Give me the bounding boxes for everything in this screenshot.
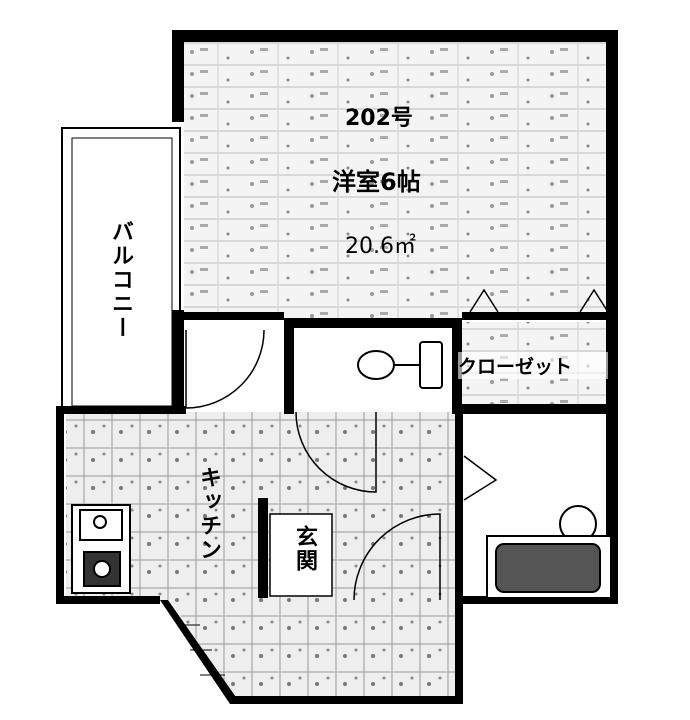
entrance-label: 玄関 (292, 525, 317, 573)
kitchen-counter (71, 504, 131, 594)
bathtub (495, 543, 601, 593)
stairs (180, 624, 225, 676)
unit-number: 202号 (345, 106, 413, 131)
balcony-label: バルコニー (108, 220, 133, 340)
closet-label: クローゼット (458, 352, 608, 379)
kitchen-label: キッチン (196, 466, 221, 562)
entrance-floor (170, 600, 460, 698)
toilet (357, 341, 443, 389)
shoe-box (269, 513, 333, 597)
bathroom (486, 505, 612, 599)
balcony (61, 127, 181, 411)
sink (79, 509, 123, 541)
door-swings (185, 288, 609, 601)
walls (56, 30, 618, 704)
western-room-label: 洋室6帖 (332, 168, 421, 196)
western-room-area: 20.6㎡ (345, 234, 416, 259)
main-room-floor (184, 42, 608, 320)
